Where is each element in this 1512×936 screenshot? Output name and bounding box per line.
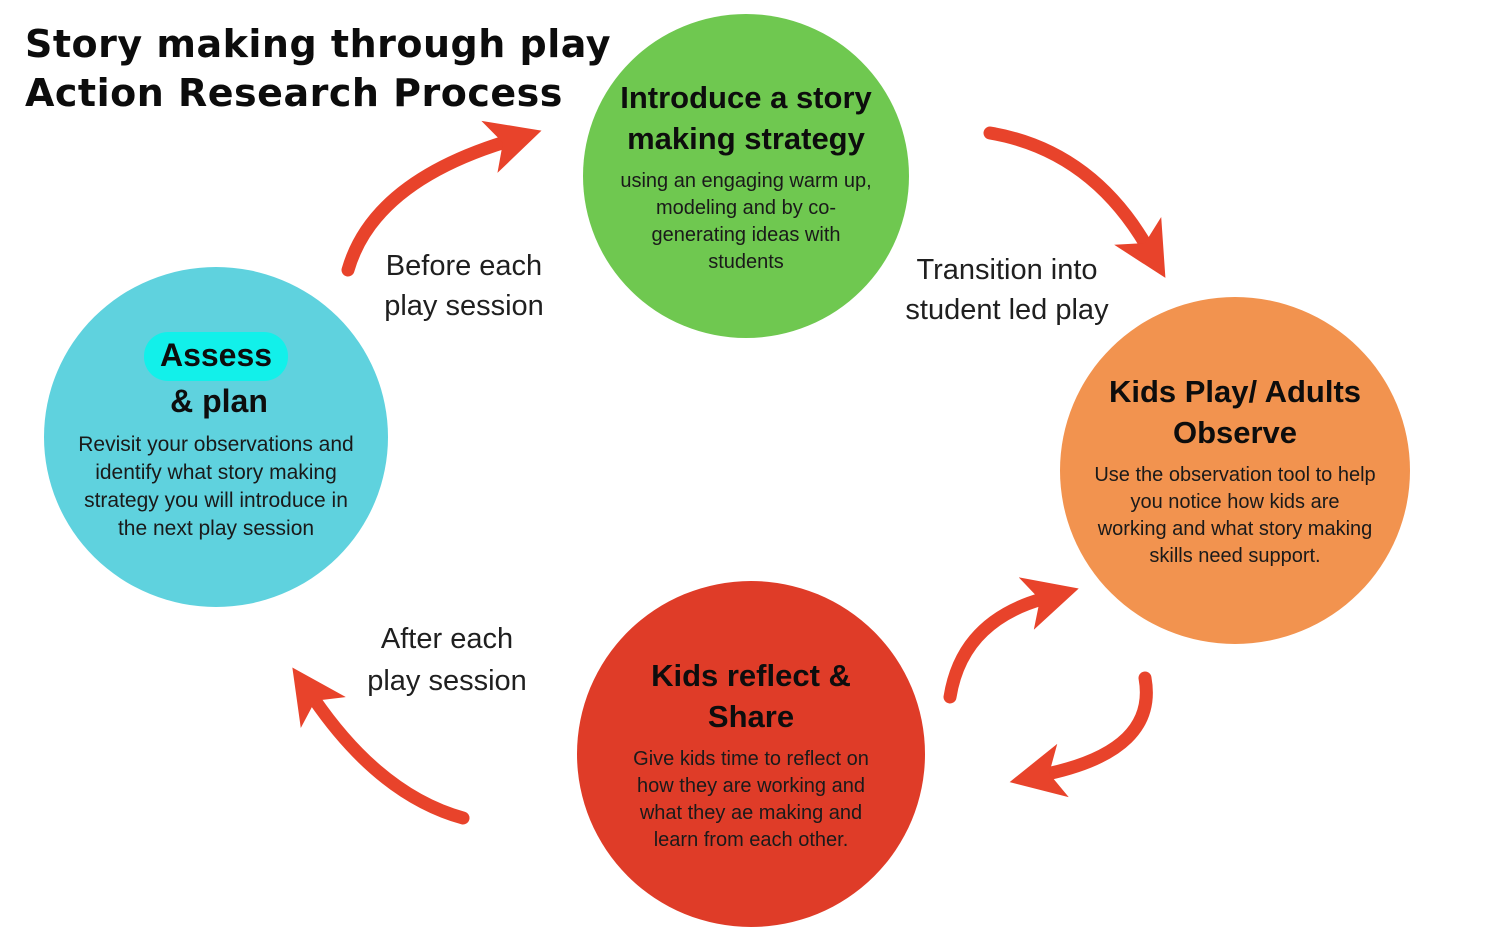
- page-title-line2: Action Research Process: [25, 71, 563, 115]
- label-transition-line1: Transition into: [916, 254, 1098, 286]
- label-before-each-play-session: Before each play session: [348, 246, 580, 326]
- circle-introduce-strategy: Introduce a story making strategy using …: [583, 14, 909, 338]
- circle-observe-heading-line1: Kids Play/ Adults: [1108, 374, 1362, 409]
- circle-kids-play-adults-observe: Kids Play/ Adults Observe Use the observ…: [1060, 297, 1410, 644]
- circle-assess-plan: Assess& plan Revisit your observations a…: [44, 267, 388, 607]
- arrow-transition-icon: [983, 126, 1166, 278]
- circle-introduce-heading: Introduce a story making strategy: [620, 77, 872, 159]
- arrow-observe-to-reflect-icon: [1009, 671, 1153, 798]
- label-before-line1: Before each: [385, 250, 543, 282]
- circle-assess-heading: Assess& plan: [143, 331, 289, 422]
- circle-kids-reflect-share: Kids reflect & Share Give kids time to r…: [577, 581, 925, 927]
- circle-assess-body: Revisit your observations and identify w…: [78, 432, 354, 540]
- assess-highlight: Assess: [143, 331, 289, 381]
- circle-reflect-body: Give kids time to reflect on how they ar…: [633, 747, 869, 851]
- label-after-line2: play session: [367, 665, 527, 697]
- arrow-after-play-icon: [292, 667, 470, 825]
- label-after-line1: After each: [380, 623, 514, 655]
- circle-introduce-body: using an engaging warm up, modeling and …: [620, 169, 872, 273]
- arrow-play-to-observe-icon: [943, 577, 1079, 704]
- page-title-line1: Story making through play: [25, 22, 611, 66]
- label-transition-line2: student led play: [905, 294, 1109, 326]
- label-before-line2: play session: [384, 290, 544, 322]
- circle-reflect-heading-line1: Kids reflect &: [651, 657, 851, 693]
- circle-reflect-heading-line2: Share: [707, 698, 795, 734]
- page-title: Story making through play Action Researc…: [25, 20, 611, 118]
- circle-observe-heading: Kids Play/ Adults Observe: [1109, 371, 1361, 453]
- circle-observe-body: Use the observation tool to help you not…: [1094, 464, 1376, 567]
- circle-introduce-heading-line2: making strategy: [627, 120, 865, 156]
- circle-introduce-heading-line1: Introduce a story: [620, 79, 872, 115]
- circle-reflect-heading: Kids reflect & Share: [651, 655, 851, 737]
- circle-assess-heading-rest: & plan: [170, 382, 268, 419]
- label-after-each-play-session: After each play session: [334, 618, 560, 702]
- circle-observe-heading-line2: Observe: [1172, 415, 1298, 450]
- label-transition-into-student-led-play: Transition into student led play: [876, 250, 1138, 330]
